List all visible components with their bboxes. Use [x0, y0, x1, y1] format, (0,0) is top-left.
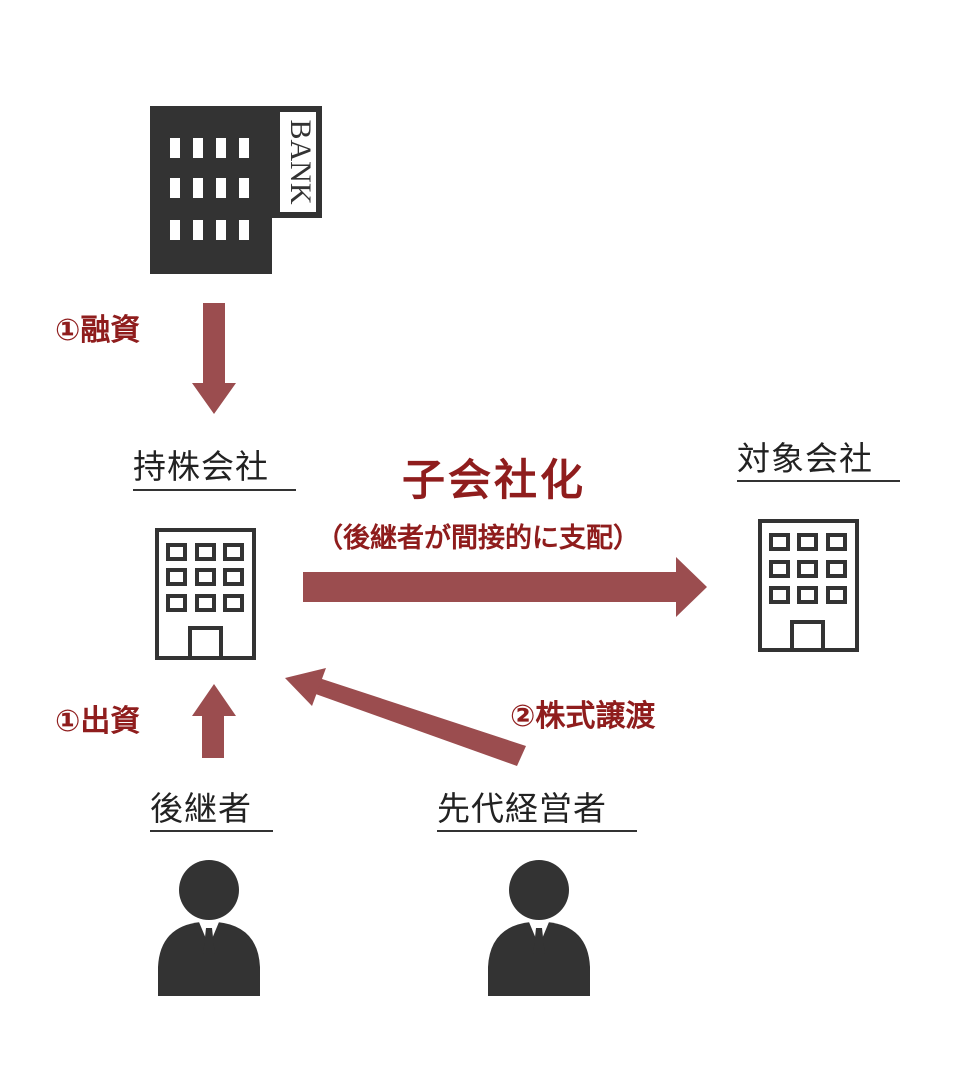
target-company-building-icon	[758, 519, 859, 652]
successor-person-icon	[158, 860, 260, 996]
subsidiary-title: 子会社化	[402, 456, 586, 506]
loan-label: ①融資	[55, 313, 141, 348]
share-transfer-label: ②株式譲渡	[510, 699, 656, 734]
investment-arrow	[192, 684, 236, 758]
predecessor-underline	[437, 830, 637, 832]
investment-label: ①出資	[55, 704, 141, 739]
predecessor-person-icon	[488, 860, 590, 996]
target-company-label: 対象会社	[737, 439, 873, 478]
predecessor-label: 先代経営者	[437, 789, 607, 828]
successor-label: 後継者	[150, 789, 252, 828]
holding-company-underline	[133, 489, 296, 491]
subsidiary-arrow	[303, 557, 707, 617]
holding-company-label: 持株会社	[133, 447, 269, 486]
bank-icon: BANK	[150, 106, 322, 274]
subsidiary-note: （後継者が間接的に支配）	[316, 523, 640, 554]
share-transfer-arrow	[285, 668, 526, 766]
target-company-underline	[737, 480, 900, 482]
holding-company-building-icon	[155, 528, 256, 660]
successor-underline	[150, 830, 273, 832]
bank-sign-text: BANK	[284, 119, 317, 204]
loan-arrow	[192, 303, 236, 414]
